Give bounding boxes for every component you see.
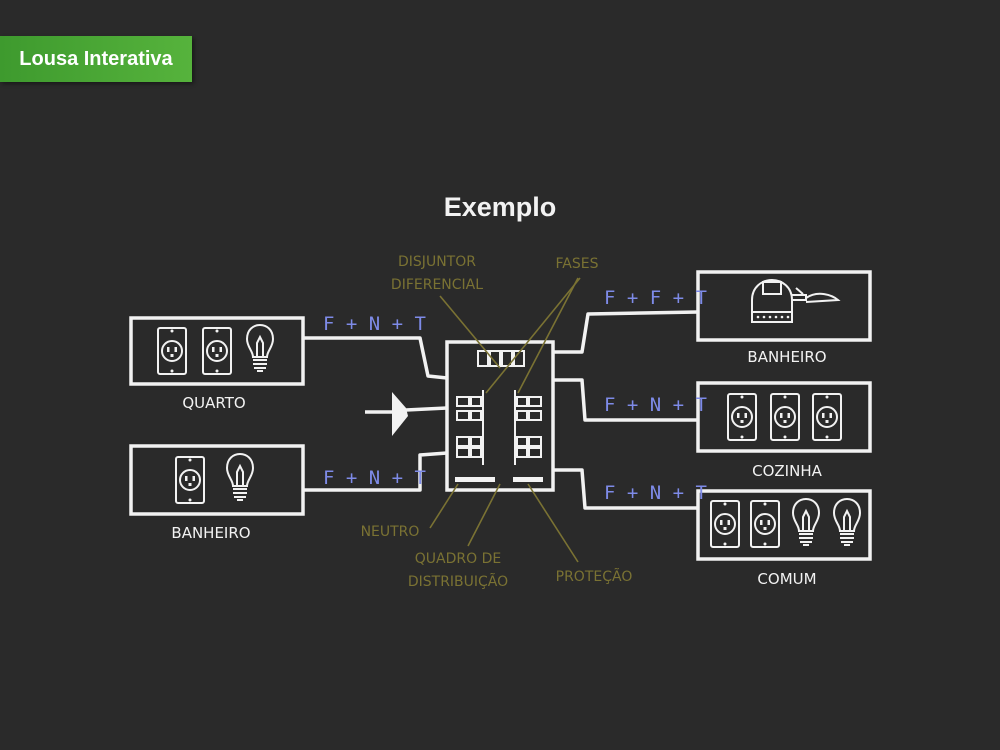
leader-neutro — [429, 483, 459, 529]
room-label-banheiro-left: BANHEIRO — [171, 524, 250, 542]
room-box-cozinha — [696, 381, 872, 453]
wire-label-banheiro-left: F + N + T — [323, 467, 426, 489]
leader-quadro — [467, 483, 501, 547]
annotation-disjuntor-line1: DISJUNTOR — [398, 254, 476, 270]
room-label-comum: COMUM — [757, 570, 816, 588]
outlet-icon — [750, 500, 780, 548]
outlet-icon — [812, 393, 842, 441]
annotation-fases: FASES — [556, 256, 599, 272]
page-title: Exemplo — [443, 192, 557, 222]
room-box-banheiro-left — [129, 444, 305, 516]
wire-comum — [553, 468, 698, 510]
lightbulb-icon — [226, 453, 254, 501]
differential-breaker — [477, 350, 525, 367]
breakers-right — [514, 390, 542, 465]
outlet-icon — [710, 500, 740, 548]
wire-banheiro-right — [553, 310, 699, 354]
wire-label-banheiro-right: F + F + T — [604, 287, 707, 309]
wire-banheiro-left — [303, 451, 448, 492]
outlet-icon — [157, 327, 187, 375]
wire-label-comum: F + N + T — [604, 482, 707, 504]
room-box-comum — [696, 489, 872, 561]
outlet-icon — [175, 456, 205, 504]
wire-label-quarto: F + N + T — [323, 313, 426, 335]
neutral-ground-bars — [455, 477, 543, 482]
annotation-neutro: NEUTRO — [361, 524, 420, 540]
power-plug-icon — [365, 392, 448, 436]
lightbulb-icon — [833, 498, 861, 546]
outlet-icon — [727, 393, 757, 441]
outlet-icon — [770, 393, 800, 441]
leader-protecao — [527, 483, 579, 563]
room-label-quarto: QUARTO — [182, 394, 245, 412]
outlet-icon — [202, 327, 232, 375]
leader-disjuntor — [439, 295, 501, 369]
distribution-panel — [445, 340, 555, 492]
shower-icon — [751, 278, 841, 323]
room-label-cozinha: COZINHA — [752, 462, 822, 480]
app-badge: Lousa Interativa — [0, 36, 192, 82]
room-box-quarto — [129, 316, 305, 386]
lightbulb-icon — [792, 498, 820, 546]
annotation-disjuntor-line2: DIFERENCIAL — [391, 277, 483, 293]
wire-cozinha — [553, 378, 698, 422]
leader-fases — [485, 277, 581, 394]
annotation-quadro-line2: DISTRIBUIÇÃO — [408, 573, 508, 590]
room-label-banheiro-right: BANHEIRO — [747, 348, 826, 366]
annotation-protecao: PROTEÇÃO — [556, 568, 633, 585]
leader-fases-2 — [517, 277, 579, 394]
lightbulb-icon — [246, 324, 274, 372]
breakers-left — [456, 390, 484, 465]
wire-label-cozinha: F + N + T — [604, 394, 707, 416]
wire-quarto — [303, 336, 448, 380]
annotation-quadro-line1: QUADRO DE — [415, 551, 501, 567]
room-box-banheiro-right — [696, 270, 872, 342]
